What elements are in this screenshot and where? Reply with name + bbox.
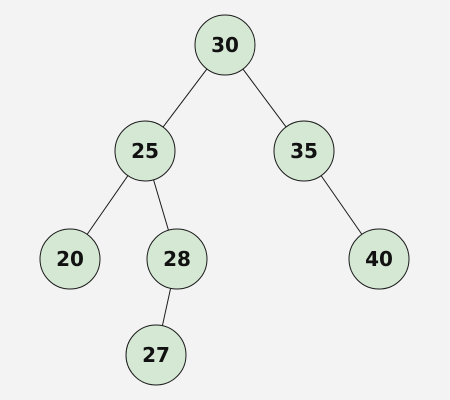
node-circle (194, 14, 256, 76)
node-circle (39, 228, 101, 290)
node-label: 40 (365, 247, 393, 271)
node-label: 35 (290, 139, 318, 163)
tree-node-27: 27 (125, 324, 187, 386)
node-label: 25 (131, 139, 159, 163)
edge-30-25 (162, 68, 208, 128)
node-label: 28 (163, 247, 191, 271)
node-circle (146, 228, 208, 290)
edges-layer (86, 68, 363, 326)
tree-node-28: 28 (146, 228, 208, 290)
node-circle (125, 324, 187, 386)
nodes-layer: 30 25 35 20 28 40 27 (39, 14, 410, 386)
node-label: 27 (142, 343, 170, 367)
edge-35-40 (320, 175, 363, 235)
node-label: 20 (56, 247, 84, 271)
tree-node-40: 40 (348, 228, 410, 290)
edge-25-28 (153, 179, 169, 231)
edge-28-27 (161, 288, 172, 326)
edge-30-35 (242, 68, 287, 128)
tree-node-30: 30 (194, 14, 256, 76)
node-circle (348, 228, 410, 290)
edge-25-20 (86, 175, 129, 235)
node-circle (114, 120, 176, 182)
tree-node-25: 25 (114, 120, 176, 182)
node-circle (273, 120, 335, 182)
node-label: 30 (211, 33, 239, 57)
tree-node-35: 35 (273, 120, 335, 182)
tree-node-20: 20 (39, 228, 101, 290)
